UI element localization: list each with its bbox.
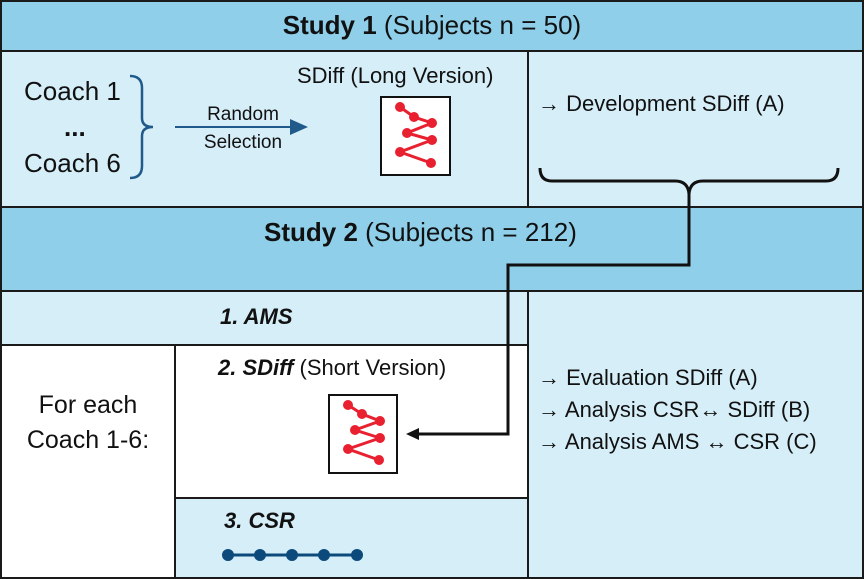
study2-header: [0, 206, 864, 292]
coach-last-label: Coach 6: [24, 148, 121, 178]
study2-outcome-panel: [527, 290, 864, 579]
analysis-csr-sdiff-outcome: → Analysis CSR↔ SDiff (B): [538, 397, 811, 422]
development-outcome: → Development SDiff (A): [538, 91, 785, 116]
ams-step-row: [0, 290, 529, 346]
study2-title: Study 2 (Subjects n = 212): [264, 217, 577, 247]
analysis-ams-csr-outcome: → Analysis AMS ↔ CSR (C): [538, 429, 817, 454]
sdiff-short-label: 2. SDiff (Short Version): [218, 355, 447, 380]
connector-arrowhead: [406, 428, 419, 440]
for-each-line2: Coach 1-6:: [26, 426, 150, 454]
for-each-line1: For each: [38, 391, 138, 419]
sdiff-long-icon: [380, 96, 451, 176]
study1-outcome-brace: [538, 167, 840, 195]
csr-step-cell: [174, 497, 529, 579]
coach-ellipsis: ...: [64, 112, 86, 142]
random-selection-line2: Selection: [203, 132, 283, 153]
for-each-cell: [0, 344, 176, 579]
random-selection-line1: Random: [207, 104, 279, 125]
ams-step-label: 1. AMS: [220, 304, 293, 329]
coach-first-label: Coach 1: [24, 76, 121, 106]
sdiff-long-label: SDiff (Long Version): [297, 63, 494, 88]
csr-step-label: 3. CSR: [224, 508, 295, 533]
study1-title: Study 1 (Subjects n = 50): [282, 10, 582, 40]
coach-bracket: [129, 74, 154, 180]
connector-line: [418, 194, 691, 436]
evaluation-outcome: → Evaluation SDiff (A): [538, 365, 758, 390]
csr-scale-icon: [222, 549, 363, 561]
sdiff-short-icon: [328, 394, 398, 474]
